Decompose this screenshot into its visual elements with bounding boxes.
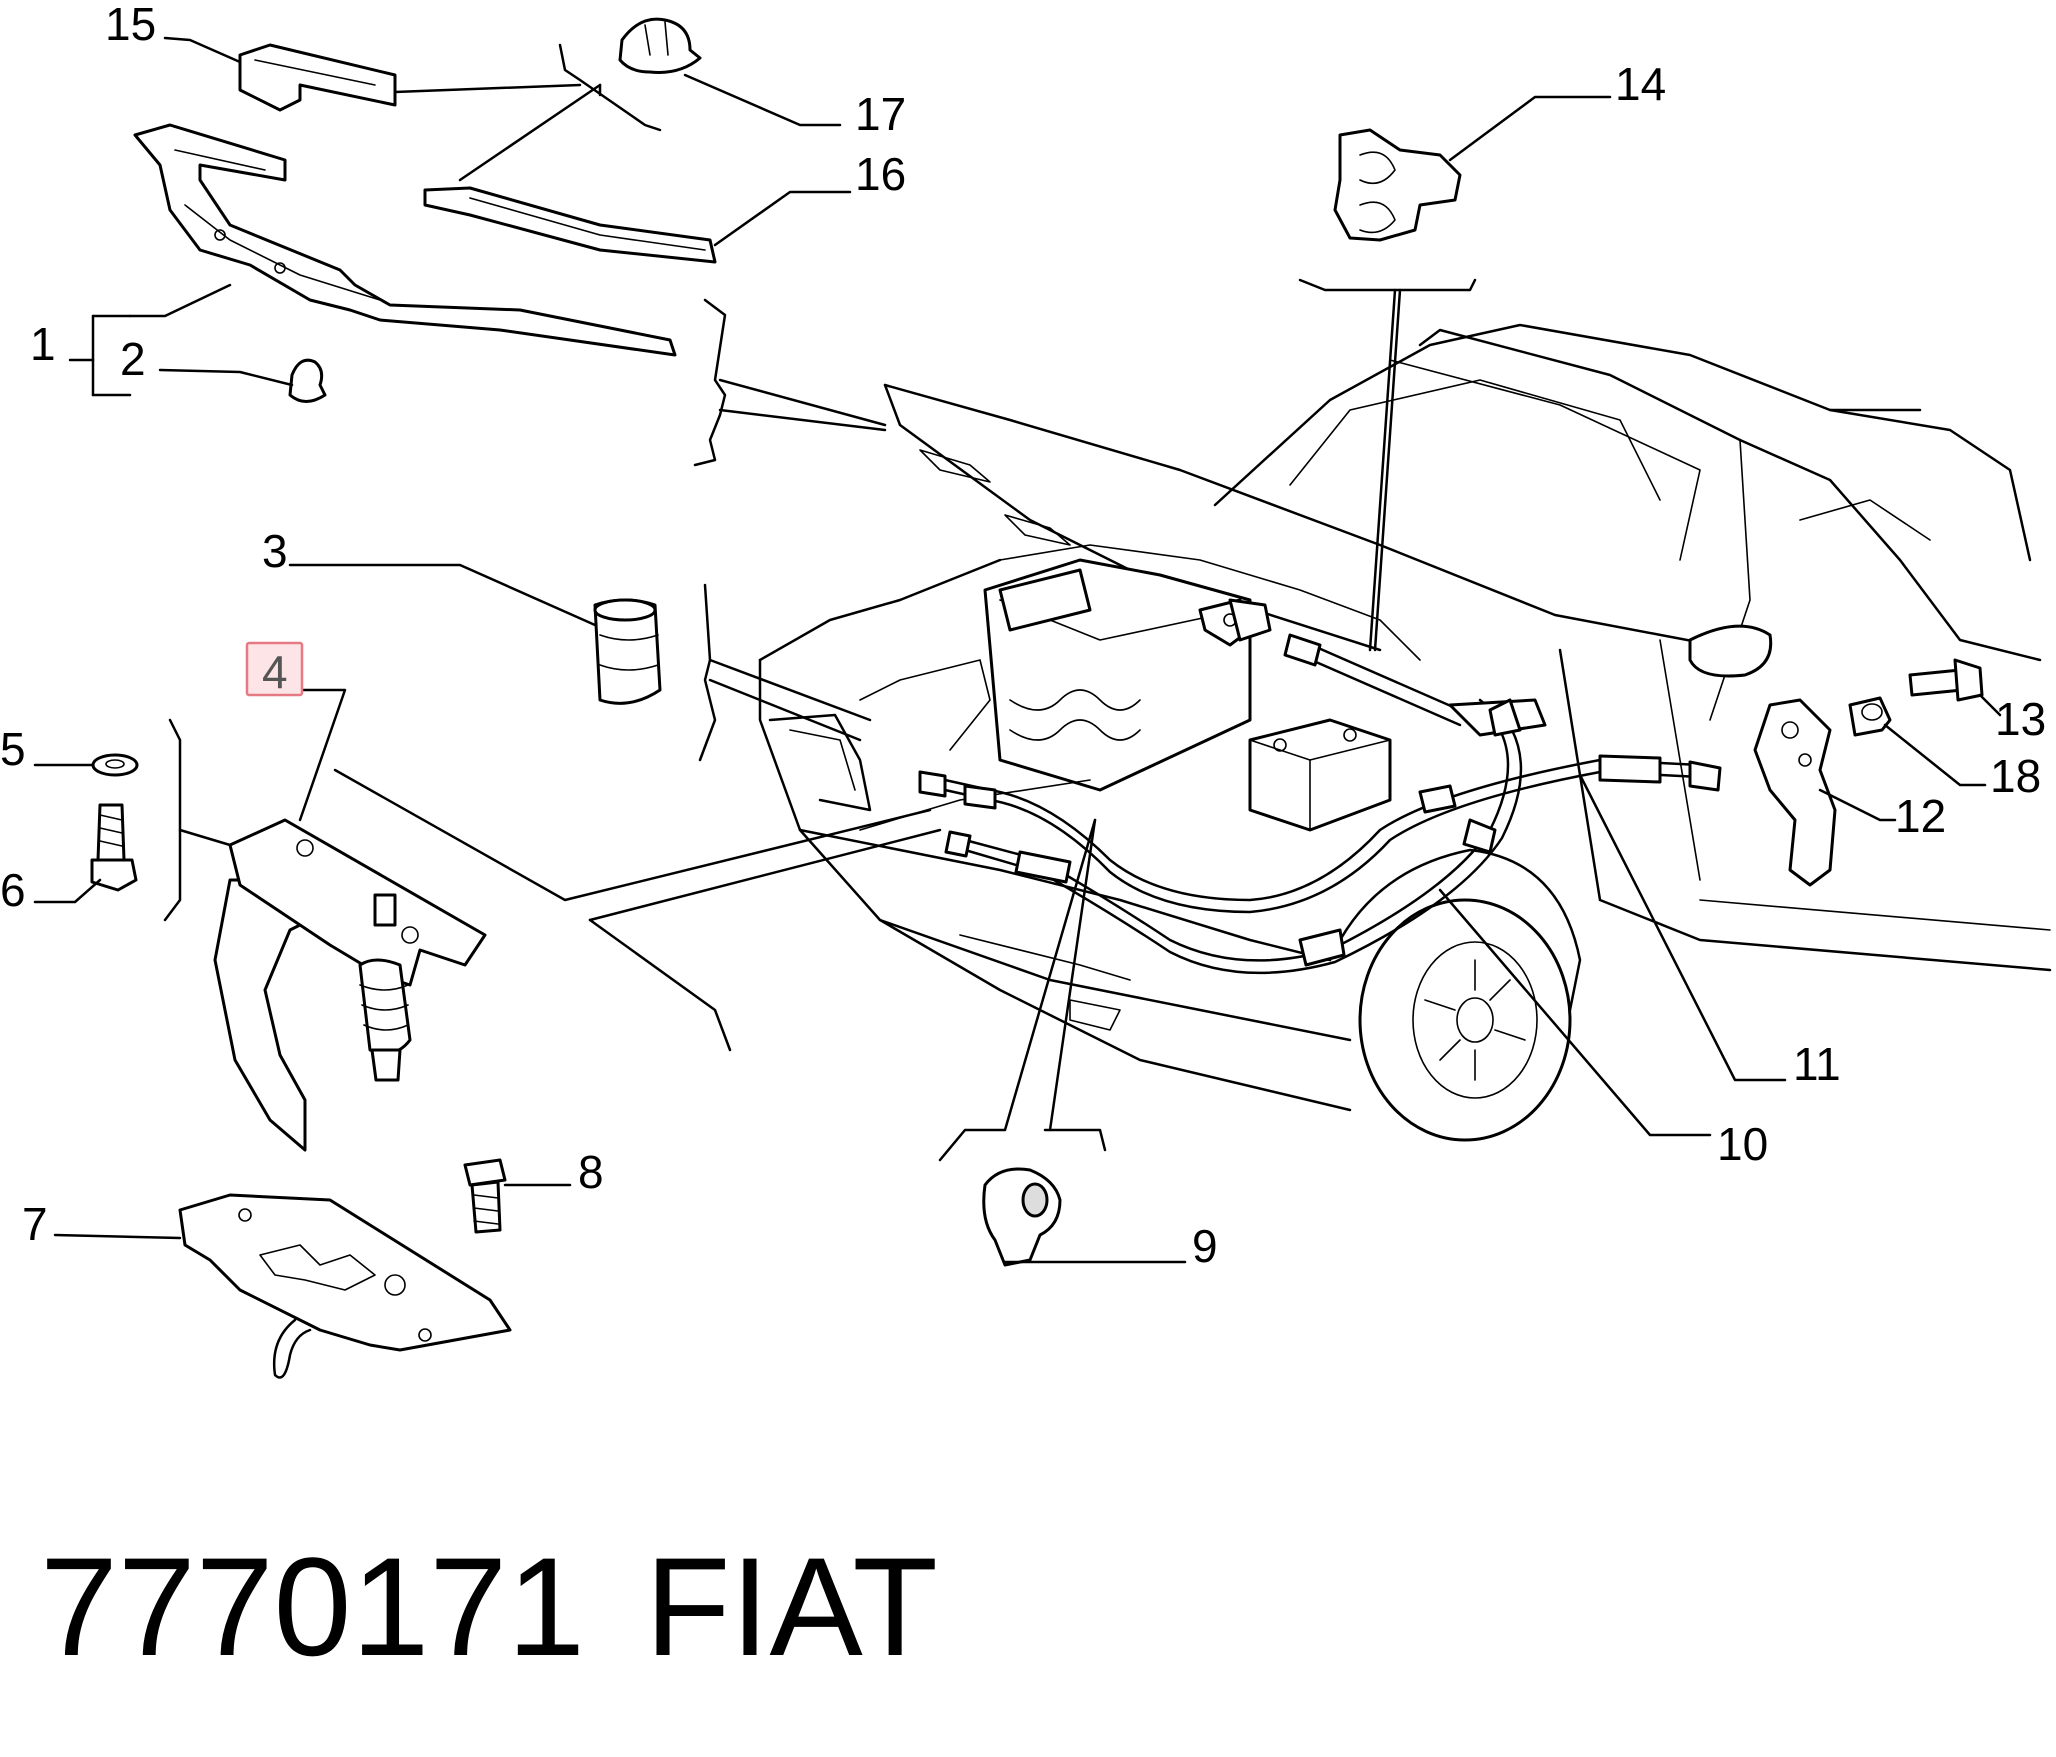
part-number: 7770171 (40, 1528, 585, 1685)
callout-17: 17 (855, 88, 906, 140)
callout-1: 1 (30, 318, 56, 370)
part-15-seal (238, 43, 397, 112)
part-18-clip (1848, 696, 1892, 737)
callout-11: 11 (1793, 1038, 1841, 1090)
hood-release-cables (918, 598, 1722, 975)
callout-4: 4 (262, 646, 288, 698)
callout-10: 10 (1717, 1118, 1768, 1170)
callout-9: 9 (1192, 1220, 1218, 1272)
callout-6: 6 (0, 864, 26, 916)
callout-15: 15 (105, 0, 156, 50)
brand-name: FIAT (645, 1528, 938, 1685)
part-12-release-handle (1753, 698, 1837, 887)
callout-4-highlight-box (245, 641, 304, 697)
part-1-hood-seal (133, 123, 677, 357)
callout-16: 16 (855, 148, 906, 200)
part-16-seal-strip (423, 186, 717, 264)
part-3-rubber-stop (593, 598, 662, 705)
callout-13: 13 (1995, 693, 2046, 745)
car-body-outline (758, 323, 2052, 1142)
part-4-hood-lock (213, 818, 487, 1152)
part-14-cable-clip (1333, 128, 1462, 242)
part-9-clip (982, 1167, 1062, 1267)
callout-5: 5 (0, 723, 26, 775)
leader-lines (33, 36, 2002, 1264)
callout-7: 7 (22, 1198, 48, 1250)
part-7-striker-plate (178, 1193, 512, 1379)
callout-18: 18 (1990, 750, 2041, 802)
callout-8: 8 (578, 1146, 604, 1198)
callout-2: 2 (120, 333, 146, 385)
part-5-washer (91, 753, 139, 777)
part-8-bolt (463, 1158, 507, 1234)
callout-12: 12 (1895, 790, 1946, 842)
part-17-clip (618, 17, 702, 74)
callout-14: 14 (1615, 58, 1666, 110)
part-13-screw (1908, 658, 1984, 702)
footer: 7770171 FIAT (40, 1528, 938, 1685)
callout-3: 3 (262, 525, 288, 577)
part-6-bolt (90, 803, 138, 892)
part-2-bumper-plug (288, 358, 327, 403)
callout-labels: 15 17 16 14 1 2 3 4 5 6 7 8 9 10 11 12 1… (0, 0, 2046, 1272)
